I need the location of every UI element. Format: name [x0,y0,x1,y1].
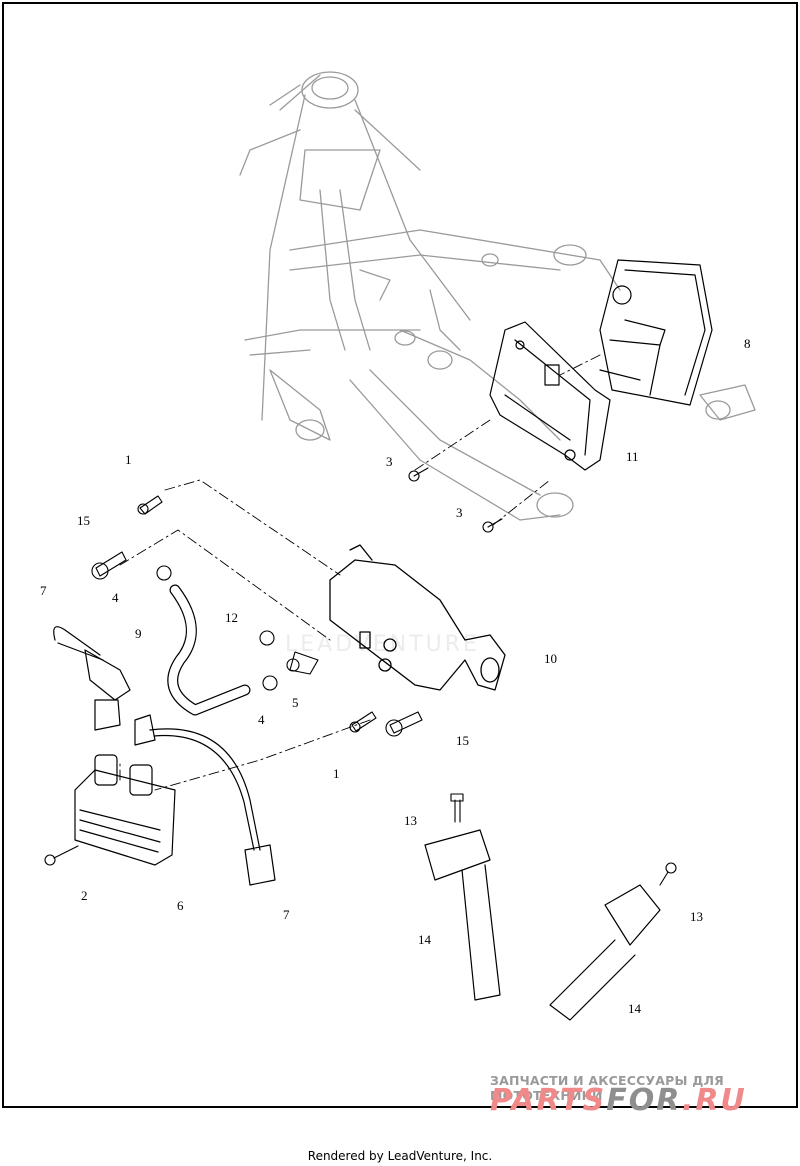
leader-lines [119,354,601,791]
callout-14: 14 [628,1001,641,1016]
motorcycle-frame [239,71,756,521]
watermark-brand-parts: PARTS [490,1083,607,1118]
callout-4: 4 [258,712,265,727]
callout-1: 1 [333,766,340,781]
callout-3: 3 [456,505,463,520]
pencil-ignition-coils [424,829,661,1021]
callout-9: 9 [135,626,142,641]
background-watermark: LEADVENTURE [285,632,480,657]
callout-7: 7 [40,583,47,598]
ecm-bracket [489,321,611,471]
ecm-module [599,259,713,406]
callout-10: 10 [544,651,557,666]
callout-7: 7 [283,907,290,922]
callout-12: 12 [225,610,238,625]
callout-1: 1 [125,452,132,467]
ignition-coil [74,754,176,866]
watermark-brand-ru: .RU [681,1083,747,1118]
callout-6: 6 [177,898,184,913]
diagram-frame [2,2,798,1108]
watermark-brand: PARTSFOR.RU [490,1086,747,1116]
callout-13: 13 [404,813,417,828]
bolts [44,467,677,886]
callout-14: 14 [418,932,431,947]
callout-15: 15 [456,733,469,748]
callout-3: 3 [386,454,393,469]
watermark-tagline: ЗАПЧАСТИ И АКСЕССУАРЫ ДЛЯ МОТОТЕХНИКИ [490,1073,724,1103]
callout-4: 4 [112,590,119,605]
callout-5: 5 [292,695,299,710]
callout-8: 8 [744,336,751,351]
hose-inner [168,585,250,715]
callout-15: 15 [77,513,90,528]
mounting-plate [329,544,506,691]
spark-plug-leads [53,626,276,886]
callout-13: 13 [690,909,703,924]
callout-11: 11 [626,449,639,464]
callout-2: 2 [81,888,88,903]
watermark-brand-for: FOR [606,1083,682,1118]
footer-credit: Rendered by LeadVenture, Inc. [307,1149,493,1163]
